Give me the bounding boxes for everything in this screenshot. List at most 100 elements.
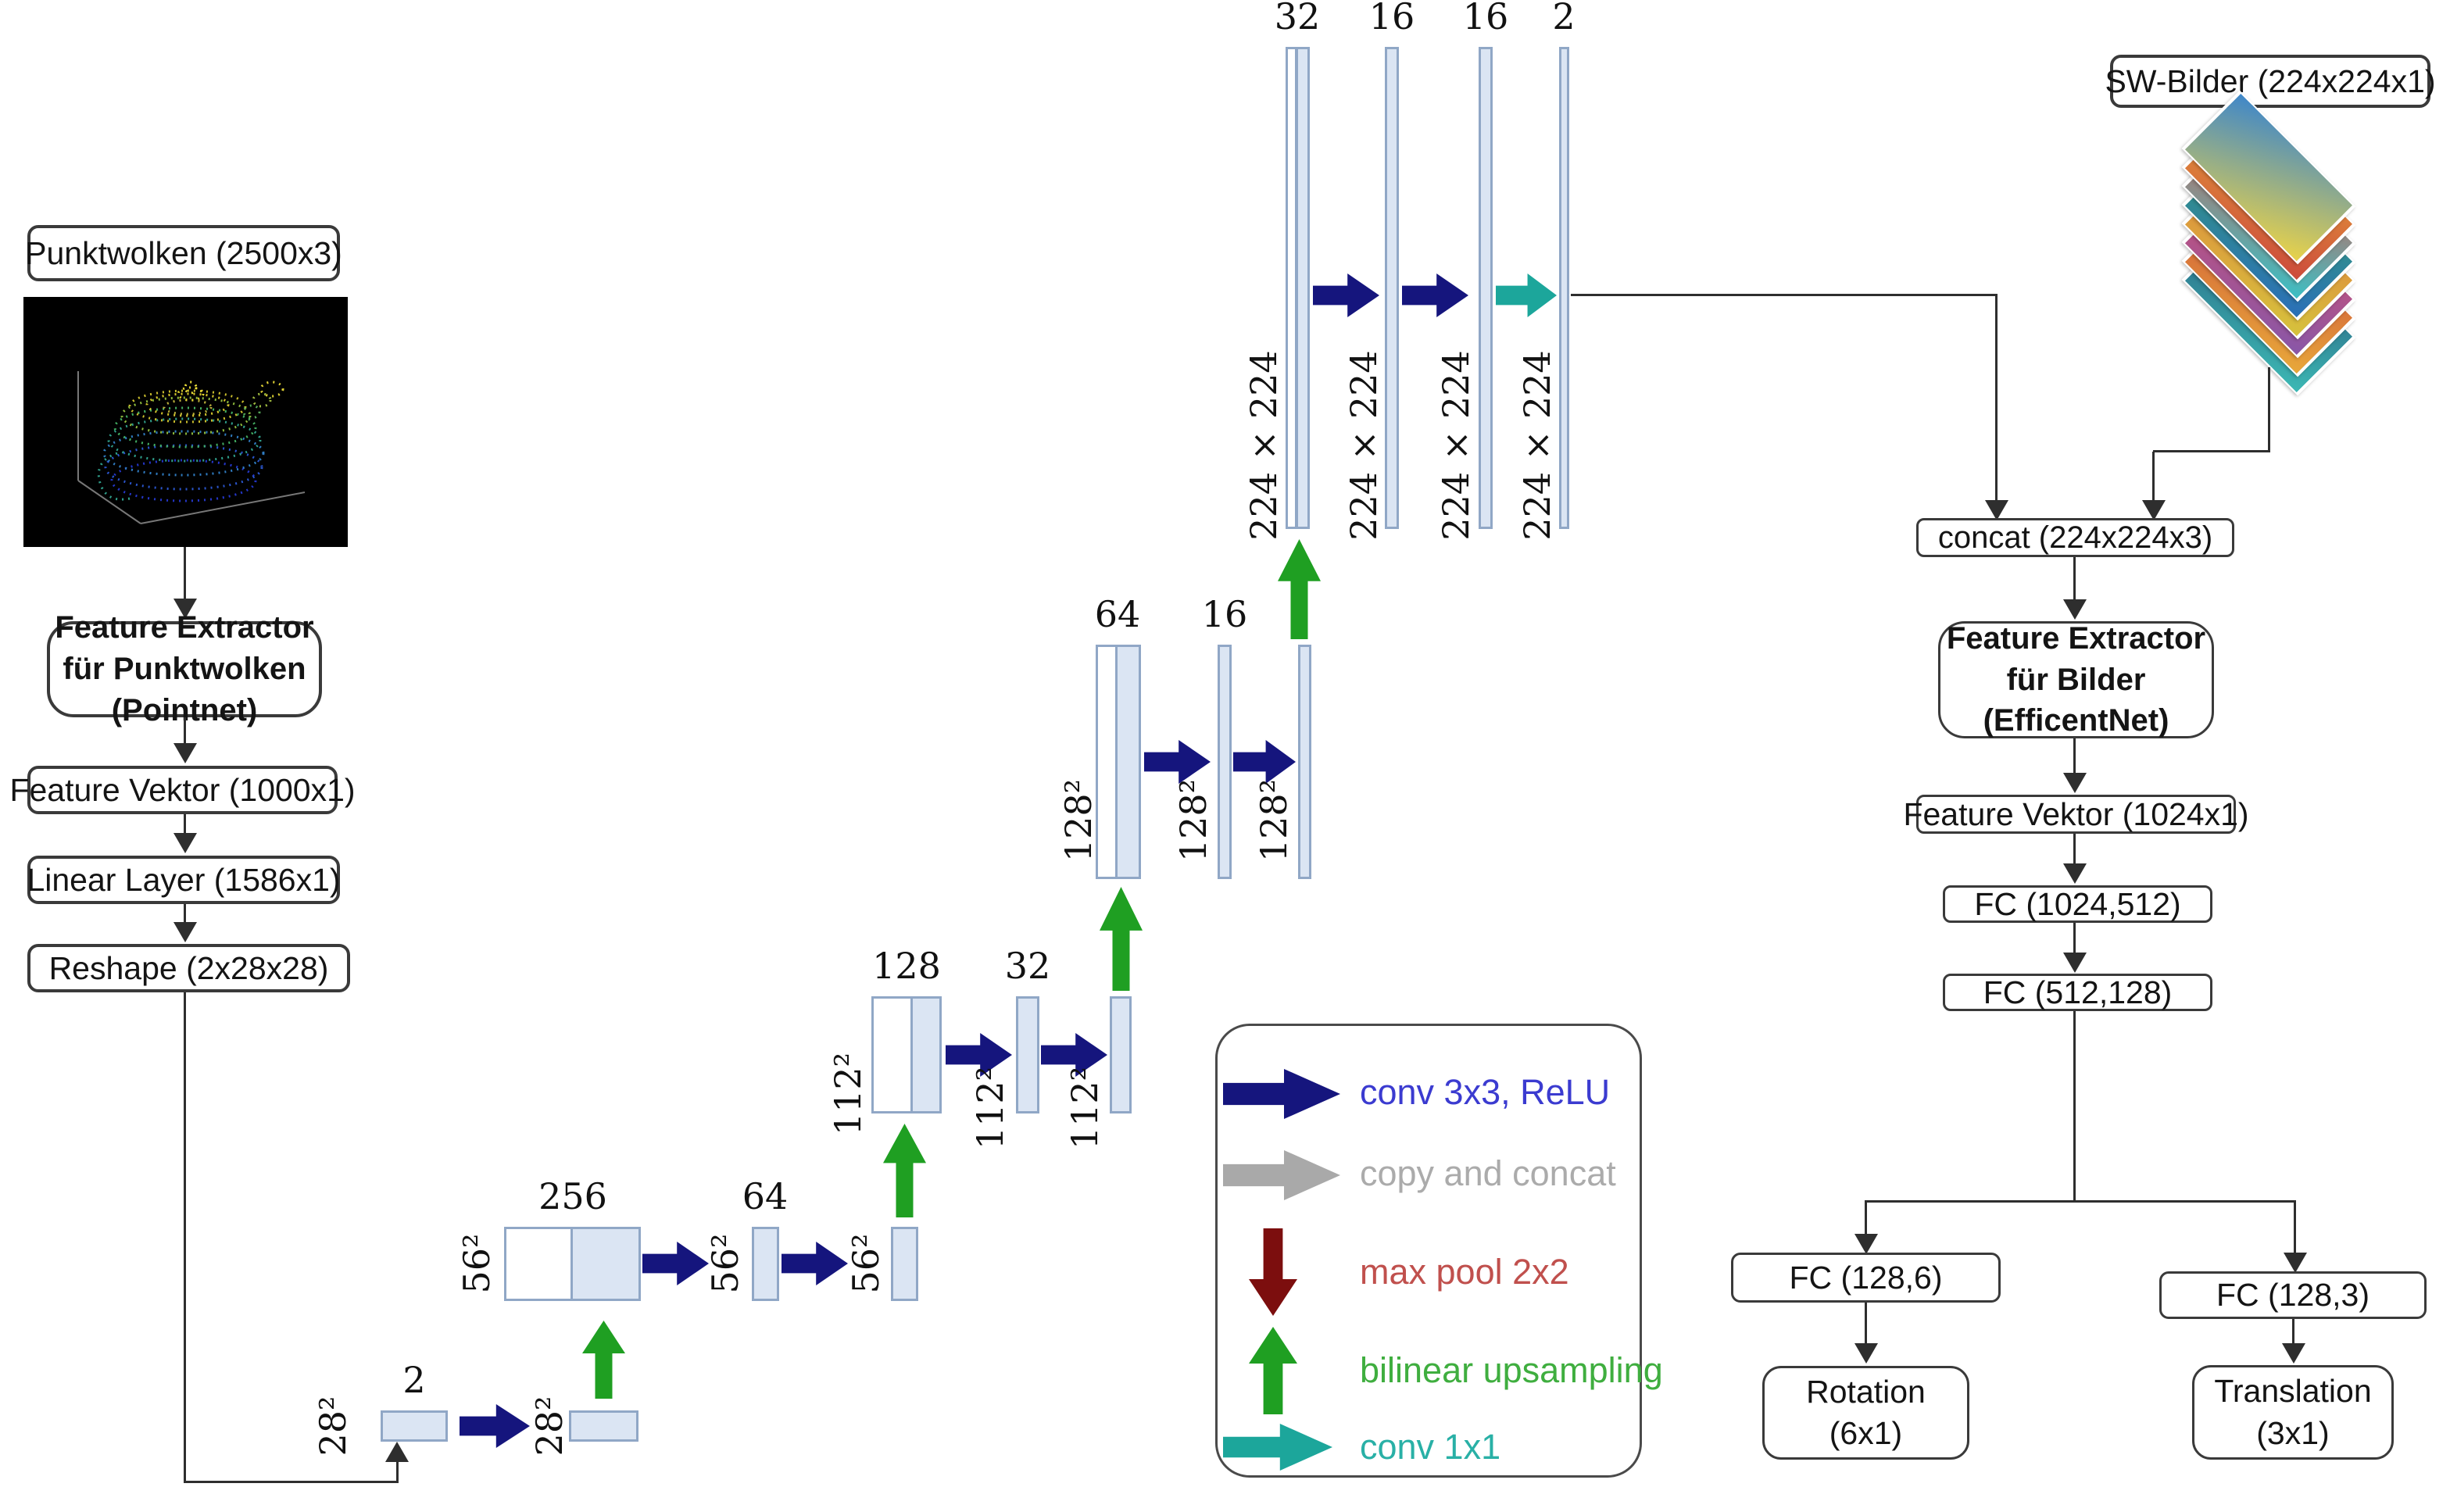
bilinear-upsampling-arrow xyxy=(883,1124,926,1217)
size-label-28: 28² xyxy=(312,1396,354,1457)
channels-label: 16 xyxy=(1368,0,1415,38)
size-label-112: 112² xyxy=(827,1052,869,1136)
fc-128-6-text: FC (128,6) xyxy=(1789,1259,1943,1296)
punktwolken-input-text: Punktwolken (2500x3) xyxy=(25,234,342,271)
channels-label: 2 xyxy=(402,1359,426,1401)
connector xyxy=(1571,294,1998,296)
size-label-224: 224 × 224 xyxy=(1516,350,1558,541)
fe-img-line1: Feature Extractor xyxy=(1946,620,2206,656)
feature-map-128-upsampled xyxy=(1096,645,1118,879)
feature-map-128-b xyxy=(1218,645,1232,879)
conv3x3-arrow xyxy=(1313,273,1379,317)
fc-128-3-box: FC (128,3) xyxy=(2159,1271,2427,1319)
feature-map-112-c xyxy=(1110,996,1132,1113)
feature-map-224-c xyxy=(1479,47,1493,529)
feature-map-128-concat xyxy=(1115,645,1141,879)
channels-label: 16 xyxy=(1201,593,1248,635)
feature-map-224-b xyxy=(1385,47,1399,529)
image-stack xyxy=(2141,90,2399,396)
connector xyxy=(184,814,186,833)
feature-map-28-b xyxy=(569,1410,638,1442)
arrowhead xyxy=(2063,863,2087,884)
arrowhead xyxy=(173,833,197,853)
size-label-112: 112² xyxy=(1064,1066,1106,1150)
connector xyxy=(2153,450,2270,452)
size-label-28: 28² xyxy=(528,1396,570,1457)
legend-label-conv1x1: conv 1x1 xyxy=(1360,1427,1501,1467)
connector xyxy=(1866,1200,2296,1203)
concat-box: concat (224x224x3) xyxy=(1916,518,2234,557)
size-label-128: 128² xyxy=(1172,778,1214,863)
arrowhead xyxy=(173,743,197,763)
connector xyxy=(184,904,186,922)
sw-bilder-input-text: SW-Bilder (224x224x1) xyxy=(2105,63,2436,99)
connector xyxy=(1865,1303,1867,1343)
connector xyxy=(2073,1011,2076,1202)
connector xyxy=(1995,294,1998,500)
feature-extractor-pointnet-box: Feature Extractor für Punktwolken (Point… xyxy=(47,610,322,727)
legend-label-maxpool: max pool 2x2 xyxy=(1360,1252,1569,1292)
fe-img-line2: für Bilder xyxy=(2006,662,2146,697)
arrowhead xyxy=(1854,1234,1878,1254)
connector xyxy=(2292,1319,2294,1343)
reshape-box: Reshape (2x28x28) xyxy=(27,944,350,992)
bilinear-upsampling-arrow xyxy=(1100,887,1143,991)
conv1x1-arrow xyxy=(1496,273,1557,317)
channels-label: 256 xyxy=(538,1175,607,1217)
legend-label-bilinear: bilinear upsampling xyxy=(1360,1350,1663,1390)
connector xyxy=(184,547,186,599)
connector xyxy=(1865,1200,1867,1234)
size-label-224: 224 × 224 xyxy=(1435,350,1477,541)
reshape-text: Reshape (2x28x28) xyxy=(48,949,329,986)
feature-map-112-upsampled xyxy=(871,996,913,1113)
feature-map-224-output xyxy=(1559,47,1569,529)
connector xyxy=(2073,923,2076,953)
rotation-output-box: Rotation (6x1) xyxy=(1762,1366,1969,1460)
translation-line1: Translation xyxy=(2214,1373,2372,1410)
feature-vektor-1024-text: Feature Vektor (1024x1) xyxy=(1903,795,2249,832)
fe-img-line3: (EfficentNet) xyxy=(1983,703,2169,738)
feature-map-56-b xyxy=(752,1227,779,1301)
fc-1024-512-box: FC (1024,512) xyxy=(1943,885,2212,923)
arrowhead xyxy=(173,599,197,619)
feature-map-56-c xyxy=(891,1227,918,1301)
size-label-128: 128² xyxy=(1057,778,1100,863)
connector xyxy=(2073,557,2076,599)
bilinear-upsampling-arrow xyxy=(1278,539,1321,639)
point-cloud-plot xyxy=(23,297,348,547)
arrowhead xyxy=(173,922,197,942)
channels-label: 32 xyxy=(1004,945,1051,987)
size-label-56: 56² xyxy=(845,1233,887,1294)
fc-128-6-box: FC (128,6) xyxy=(1731,1253,2001,1303)
connector xyxy=(2073,834,2076,863)
feature-vektor-1000-box: Feature Vektor (1000x1) xyxy=(9,766,356,814)
feature-vektor-1024-box: Feature Vektor (1024x1) xyxy=(1903,795,2249,834)
conv3x3-arrow xyxy=(781,1242,848,1285)
translation-output-box: Translation (3x1) xyxy=(2192,1365,2394,1460)
conv3x3-arrow xyxy=(1402,273,1468,317)
size-label-224: 224 × 224 xyxy=(1243,350,1285,541)
connector xyxy=(2073,738,2076,773)
punktwolken-input-label: Punktwolken (2500x3) xyxy=(25,225,342,281)
feature-map-56-concat xyxy=(570,1227,641,1301)
feature-map-56-upsampled xyxy=(504,1227,573,1301)
feature-map-112-concat xyxy=(910,996,942,1113)
connector xyxy=(2294,1200,2296,1253)
arrowhead xyxy=(2142,500,2166,520)
fc-1024-512-text: FC (1024,512) xyxy=(1974,885,2181,922)
connector xyxy=(2268,367,2270,452)
arrowhead xyxy=(1854,1343,1878,1364)
conv3x3-arrow xyxy=(1144,740,1211,784)
connector xyxy=(184,717,186,743)
conv3x3-arrow xyxy=(642,1242,709,1285)
linear-layer-text: Linear Layer (1586x1) xyxy=(27,861,341,898)
feature-map-112-b xyxy=(1016,996,1039,1113)
arrowhead xyxy=(2063,599,2087,620)
channels-label: 16 xyxy=(1462,0,1509,38)
arrowhead xyxy=(385,1442,409,1462)
feature-map-128-c xyxy=(1298,645,1311,879)
arrowhead xyxy=(2284,1253,2307,1273)
translation-line2: (3x1) xyxy=(2256,1414,2330,1451)
channels-label: 64 xyxy=(1094,593,1141,635)
